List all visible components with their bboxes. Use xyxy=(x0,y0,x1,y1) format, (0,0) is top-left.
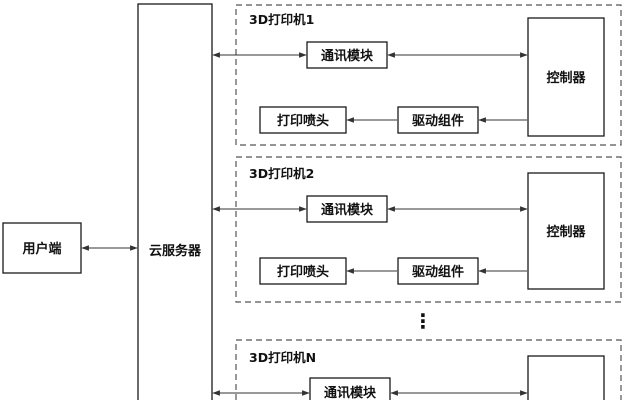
printer-n-comm-module xyxy=(309,377,391,400)
printer-2-comm-module xyxy=(306,195,388,223)
printer-1-title: 3D打印机1 xyxy=(249,12,314,27)
printer-1-nozzle-label: 打印喷头 xyxy=(277,113,329,129)
printer-1-group: 3D打印机1 通讯模块 控制器 驱动组件 打印喷头 xyxy=(212,4,622,146)
printer-n-controller xyxy=(527,355,605,400)
printer-1-controller xyxy=(527,17,605,137)
printer-n-title: 3D打印机N xyxy=(249,350,316,365)
printer-1-comm-module xyxy=(306,41,388,69)
printer-1-nozzle xyxy=(259,106,347,134)
printer-n-comm-label: 通讯模块 xyxy=(324,385,377,400)
printer-n-group: 3D打印机N 通讯模块 xyxy=(212,339,622,400)
printer-n-boundary xyxy=(235,339,622,400)
printer-2-boundary xyxy=(235,156,622,303)
user-terminal-node: 用户端 xyxy=(2,222,82,274)
printer-2-controller-label: 控制器 xyxy=(546,224,586,240)
printer-2-nozzle xyxy=(259,257,347,285)
user-terminal-label: 用户端 xyxy=(21,241,61,257)
printer-1-comm-label: 通讯模块 xyxy=(321,48,374,64)
printer-2-nozzle-label: 打印喷头 xyxy=(277,264,329,280)
printer-1-controller-label: 控制器 xyxy=(546,70,586,86)
printer-1-driver xyxy=(397,106,479,134)
printer-2-group: 3D打印机2 通讯模块 控制器 驱动组件 打印喷头 xyxy=(212,156,622,303)
printer-2-driver-label: 驱动组件 xyxy=(412,264,464,280)
printer-2-title: 3D打印机2 xyxy=(249,166,314,181)
printer-1-driver-label: 驱动组件 xyxy=(412,113,464,129)
printer-1-boundary xyxy=(235,4,622,146)
cloud-server-label: 云服务器 xyxy=(149,243,202,259)
printer-2-comm-label: 通讯模块 xyxy=(321,202,374,218)
printer-2-controller xyxy=(527,172,605,290)
cloud-server-node: 云服务器 xyxy=(137,3,213,400)
more-printers-ellipsis: ⋮ xyxy=(413,309,433,333)
printer-2-driver xyxy=(397,257,479,285)
